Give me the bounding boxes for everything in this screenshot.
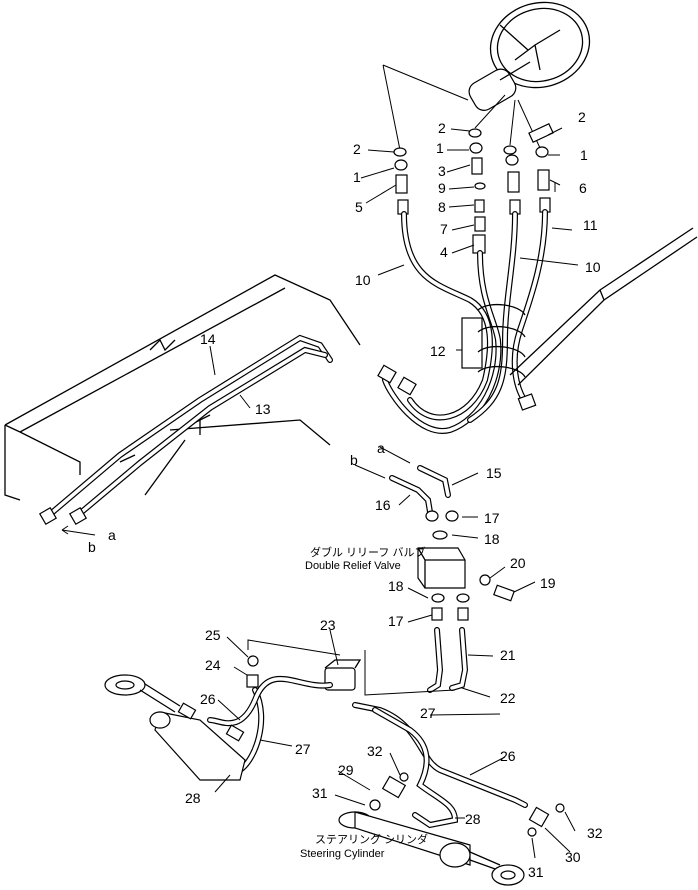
callout-9: 9 <box>438 180 446 196</box>
callout-4: 4 <box>440 244 448 260</box>
frame-rail <box>509 227 698 386</box>
callout-20: 20 <box>510 555 526 571</box>
callout-b-right: b <box>350 452 358 468</box>
callout-17b: 17 <box>388 613 404 629</box>
steel-pipes-13-14 <box>38 334 333 526</box>
callout-27b: 27 <box>295 741 311 757</box>
callout-7: 7 <box>440 221 448 237</box>
relief-valve-label-en: Double Relief Valve <box>305 560 401 572</box>
component-labels: ダブル リリーフ バルブ Double Relief Valve ステアリング … <box>300 545 428 860</box>
machine-body-outline <box>4 274 361 501</box>
callout-5: 5 <box>355 199 363 215</box>
callout-1b: 1 <box>436 140 444 156</box>
callout-31b: 31 <box>528 864 544 880</box>
callout-21: 21 <box>500 647 516 663</box>
callout-32b: 32 <box>587 825 603 841</box>
callout-25: 25 <box>205 627 221 643</box>
callout-18a: 18 <box>484 531 500 547</box>
callout-numbers: 2 1 5 2 1 3 9 8 7 4 2 1 6 11 10 10 12 14… <box>88 109 603 880</box>
steering-hoses <box>377 209 548 434</box>
callout-2a: 2 <box>353 141 361 157</box>
callout-28a: 28 <box>185 790 201 806</box>
relief-valve-label-jp: ダブル リリーフ バルブ <box>310 545 425 559</box>
callout-13: 13 <box>255 401 271 417</box>
lower-hose-assembly <box>207 639 528 829</box>
top-fittings <box>393 123 554 254</box>
callout-27a: 27 <box>420 705 436 721</box>
double-relief-valve <box>417 510 515 621</box>
left-steering-cylinder <box>104 674 246 781</box>
callout-11: 11 <box>583 217 598 233</box>
callout-19: 19 <box>540 575 556 591</box>
steering-cylinder-label-jp: ステアリング シリンダ <box>315 832 428 846</box>
callout-6: 6 <box>579 180 587 196</box>
callout-a-left: a <box>108 527 116 543</box>
callout-15: 15 <box>486 465 502 481</box>
callout-10a: 10 <box>355 272 371 288</box>
callout-2c: 2 <box>578 109 586 125</box>
callout-1c: 1 <box>580 147 588 163</box>
callout-23: 23 <box>320 617 336 633</box>
steering-cylinder-label-en: Steering Cylinder <box>300 848 385 860</box>
callout-1a: 1 <box>353 169 361 185</box>
callout-22: 22 <box>500 690 516 706</box>
callout-31a: 31 <box>312 785 328 801</box>
steering-wheel <box>468 1 591 111</box>
callout-12: 12 <box>430 343 446 359</box>
leader-lines-steering <box>382 64 541 151</box>
callout-17a: 17 <box>484 510 500 526</box>
callout-32a: 32 <box>367 743 383 759</box>
callout-a-right: a <box>377 440 385 456</box>
callout-30: 30 <box>565 849 581 865</box>
callout-26b: 26 <box>500 748 516 764</box>
callout-10b: 10 <box>585 259 601 275</box>
callout-b-left: b <box>88 539 96 555</box>
callout-26a: 26 <box>200 691 216 707</box>
callout-28b: 28 <box>465 811 481 827</box>
arrow-lines <box>354 446 411 479</box>
callout-29: 29 <box>338 762 354 778</box>
pipes-15-16 <box>389 465 451 515</box>
callout-8: 8 <box>438 199 446 215</box>
right-steering-cylinder <box>338 772 565 886</box>
callout-2b: 2 <box>438 120 446 136</box>
callout-18b: 18 <box>388 578 404 594</box>
callout-14: 14 <box>200 331 216 347</box>
callout-24: 24 <box>205 657 221 673</box>
arrow-lines-left <box>61 525 96 536</box>
pipes-21-22 <box>427 627 469 693</box>
leader-lines <box>209 127 579 859</box>
callout-3: 3 <box>438 163 446 179</box>
callout-16: 16 <box>375 497 391 513</box>
